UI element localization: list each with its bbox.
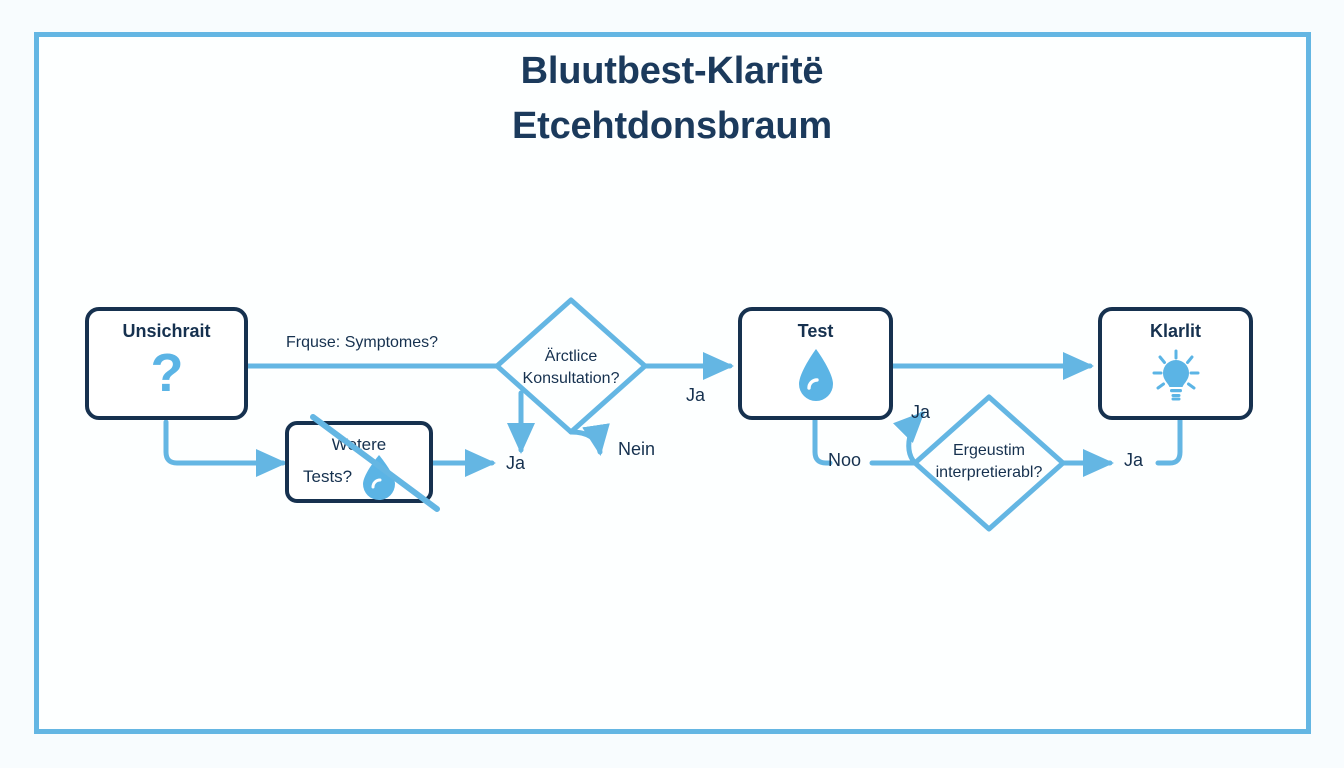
diamond-interpret-label[interactable]: Ergeustim interpretierabl? — [919, 440, 1059, 483]
node-unsichrait[interactable]: Unsichrait ? — [85, 307, 248, 420]
edge-label-ja-consult-out: Ja — [686, 385, 706, 405]
edge-label-noo: Noo — [828, 450, 862, 470]
node-klarlit-label: Klarlit — [1149, 321, 1201, 341]
page-title: Bluutbest-Klaritë Etcehtdonsbraum — [0, 44, 1344, 154]
diamond-interpret-line-1: Ergeustim — [952, 442, 1026, 459]
edge-label-nein: Nein — [618, 439, 656, 459]
question-mark-icon: ? — [144, 343, 190, 403]
diamond-consult-line-2: Konsultation? — [522, 369, 620, 387]
diamond-interpret-line-2: interpretierabl? — [935, 463, 1043, 481]
node-test-label: Test — [797, 321, 834, 341]
page-title-line-1: Bluutbest-Klaritë — [520, 50, 824, 92]
node-wetere-tests[interactable]: Wetere Tests? — [285, 421, 433, 503]
edge-label-ja-right: Ja — [1124, 450, 1144, 470]
node-unsichrait-label: Unsichrait — [122, 321, 211, 341]
diamond-consult-line-1: Ärctlice — [544, 348, 598, 365]
lightbulb-icon — [1146, 345, 1206, 405]
droplet-crossed-icon — [357, 451, 401, 503]
droplet-icon — [792, 345, 840, 407]
svg-text:?: ? — [150, 345, 183, 403]
edge-label-ja-up: Ja — [911, 402, 931, 422]
node-test[interactable]: Test — [738, 307, 893, 420]
node-wetere-tests-label-line-2: Tests? — [303, 467, 353, 486]
edge-label-ja-consult-down: Ja — [506, 453, 526, 473]
diamond-consult-label[interactable]: Ärctlice Konsultation? — [501, 346, 641, 389]
page-title-line-2: Etcehtdonsbraum — [511, 105, 833, 148]
edge-label-symptoms: Frquse: Symptomes? — [286, 334, 439, 351]
node-klarlit[interactable]: Klarlit — [1098, 307, 1253, 420]
